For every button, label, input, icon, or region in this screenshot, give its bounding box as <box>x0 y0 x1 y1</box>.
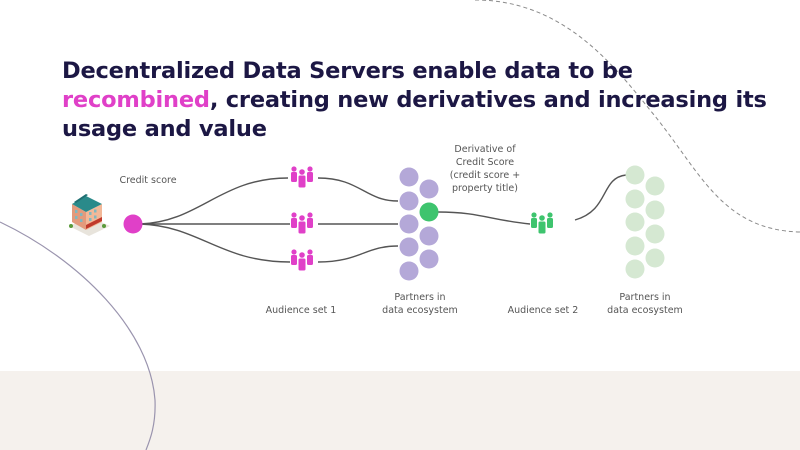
connector-audience2 <box>574 174 627 221</box>
credit-score-node <box>123 214 143 234</box>
credit-score-label: Credit score <box>119 175 177 186</box>
people-group-icon <box>291 166 313 271</box>
derivative-label: Derivative of Credit Score (credit score… <box>440 143 530 195</box>
derivative-line3: (credit score + <box>449 170 521 181</box>
partners-1-label-line1: Partners in <box>394 292 446 303</box>
partners-2-nodes <box>625 165 665 279</box>
decorative-dashed-curve <box>474 0 800 233</box>
bottom-band <box>0 371 800 450</box>
partners-1-nodes <box>399 167 439 281</box>
derivative-line4: property title) <box>452 183 518 194</box>
audience-set-1-label: Audience set 1 <box>265 305 337 316</box>
decorative-curve <box>0 221 156 450</box>
derivative-line1: Derivative of <box>454 144 516 155</box>
derivative-node <box>419 202 439 222</box>
title-text-1: Decentralized Data Servers enable data t… <box>62 58 633 84</box>
partners-2-label-line1: Partners in <box>619 292 671 303</box>
partners-1-label-line2: data ecosystem <box>382 305 458 316</box>
title-text-2: , creating new derivatives and increasin… <box>62 87 767 142</box>
connectors-1 <box>139 177 399 263</box>
partners-2-label: Partners in data ecosystem <box>595 291 695 317</box>
building-icon <box>69 194 110 236</box>
slide-title: Decentralized Data Servers enable data t… <box>62 57 782 144</box>
people-group-icon-2 <box>531 212 553 234</box>
partners-2-label-line2: data ecosystem <box>607 305 683 316</box>
derivative-line2: Credit Score <box>455 157 515 168</box>
connector-derivative <box>437 211 531 225</box>
title-highlight: recombined <box>62 87 210 113</box>
partners-1-label: Partners in data ecosystem <box>370 291 470 317</box>
audience-set-2-label: Audience set 2 <box>507 305 579 316</box>
